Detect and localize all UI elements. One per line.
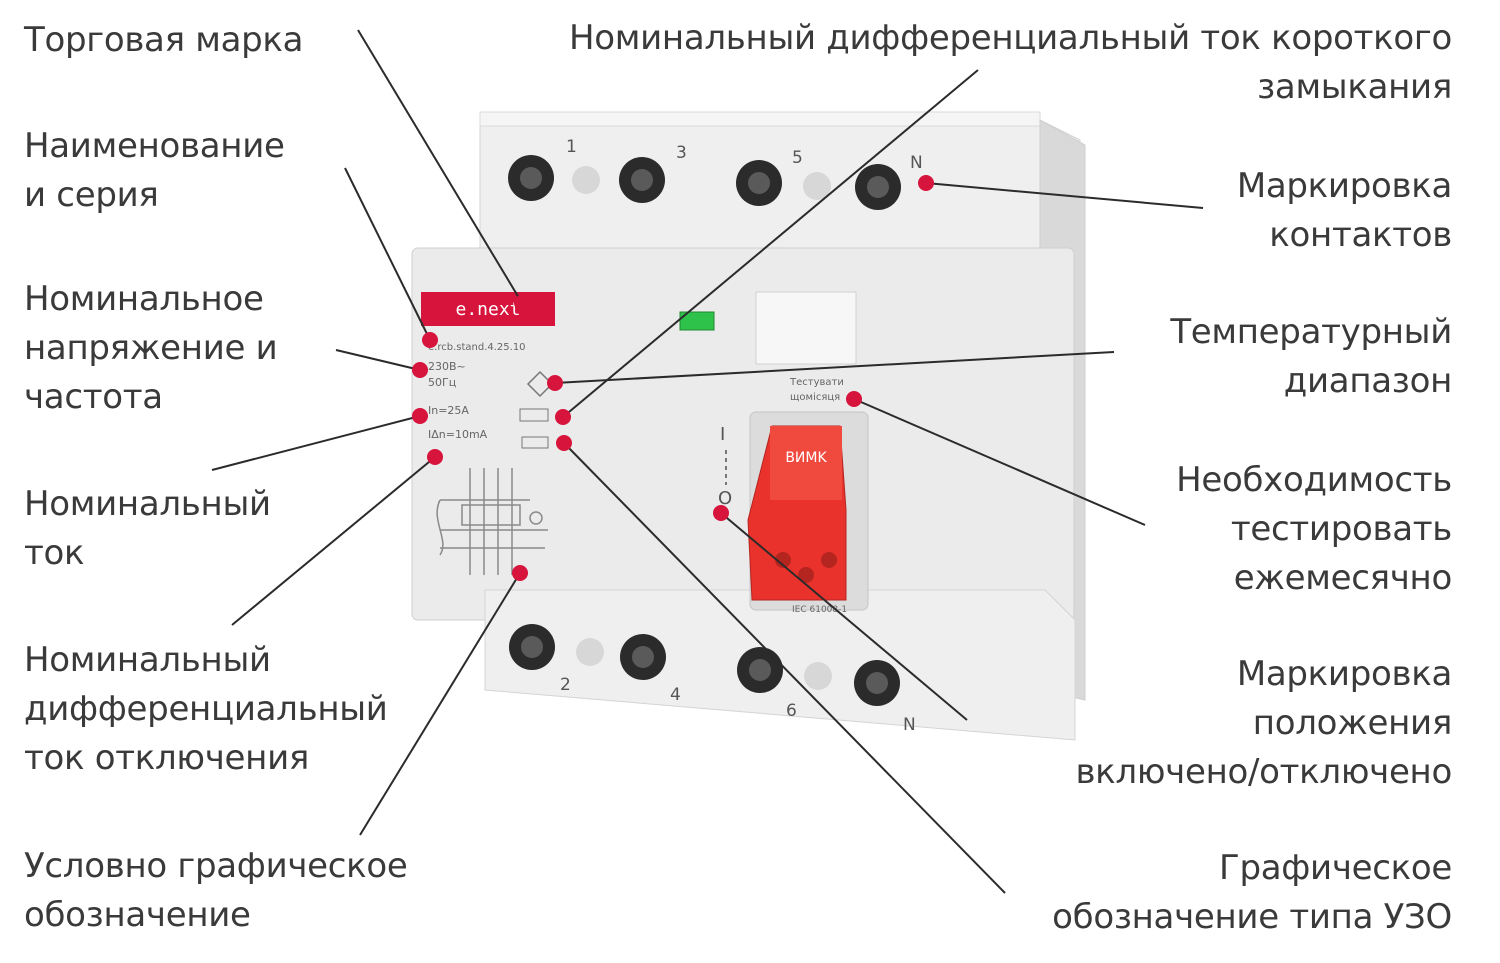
rated-current-text: In=25А	[428, 404, 469, 417]
short-circuit-marking	[519, 408, 549, 422]
label-brand: Торговая марка	[24, 20, 304, 60]
brand-logo	[421, 292, 555, 326]
label-on-off-marking: Маркировка положения включено/отключено	[1075, 654, 1452, 792]
top-terminal-holes	[508, 155, 901, 210]
rcd-device: 1 3 5 N 2 4 6 N e.next e.rcb.stand.4.25.…	[411, 111, 1086, 741]
lever-top	[770, 426, 842, 500]
label-temperature-range: Температурный диапазон	[1170, 312, 1452, 401]
label-rated-current: Номинальный ток	[24, 484, 271, 573]
brand-logo-text: e.next	[455, 299, 520, 320]
label-voltage-frequency: Номинальное напряжение и частота	[24, 279, 278, 417]
bottom-terminal-holes	[509, 624, 900, 706]
label-monthly-test: Необходимость тестировать ежемесячно	[1176, 460, 1452, 598]
test-button[interactable]	[755, 291, 857, 365]
model-text: e.rcb.stand.4.25.10	[428, 342, 526, 353]
leader-lines	[211, 29, 1204, 894]
terminal-label-4: 4	[670, 685, 681, 705]
terminal-label-3: 3	[676, 143, 687, 163]
off-symbol: O	[718, 488, 732, 509]
lever-hole-3	[821, 552, 837, 568]
status-indicator	[679, 311, 715, 331]
diff-current-text: IΔn=10mA	[428, 428, 488, 441]
standard-text: IEC 61008-1	[792, 605, 847, 615]
terminal-label-5: 5	[792, 148, 803, 168]
test-text-2: щомісяця	[790, 391, 840, 403]
terminal-label-n-top: N	[910, 153, 923, 173]
on-symbol: I	[720, 424, 725, 445]
frequency-text: 50Гц	[428, 376, 456, 389]
rcd-type-marking	[521, 436, 549, 449]
terminal-label-1: 1	[566, 137, 577, 157]
terminal-label-n-bottom: N	[903, 715, 916, 735]
lever-hole-1	[775, 552, 791, 568]
marker-dots	[412, 175, 934, 581]
voltage-text: 230В~	[428, 360, 466, 373]
lever-hole-2	[798, 567, 814, 583]
top-edge	[479, 111, 1041, 127]
terminal-label-6: 6	[786, 701, 797, 721]
schematic-symbol	[436, 468, 548, 575]
label-name-series: Наименование и серия	[24, 126, 285, 215]
label-rcd-type: Графическое обозначение типа УЗО	[1052, 848, 1452, 937]
label-diff-trip-current: Номинальный дифференциальный ток отключе…	[24, 640, 388, 778]
lever-text: BИMK	[785, 450, 827, 466]
label-contact-marking: Маркировка контактов	[1236, 166, 1452, 255]
label-schematic-symbol: Условно графическое обозначение	[24, 846, 408, 935]
test-text-1: Тестувати	[789, 377, 844, 388]
label-short-circuit-current: Номинальный дифференциальный ток коротко…	[568, 18, 1452, 107]
terminal-label-2: 2	[560, 675, 571, 695]
